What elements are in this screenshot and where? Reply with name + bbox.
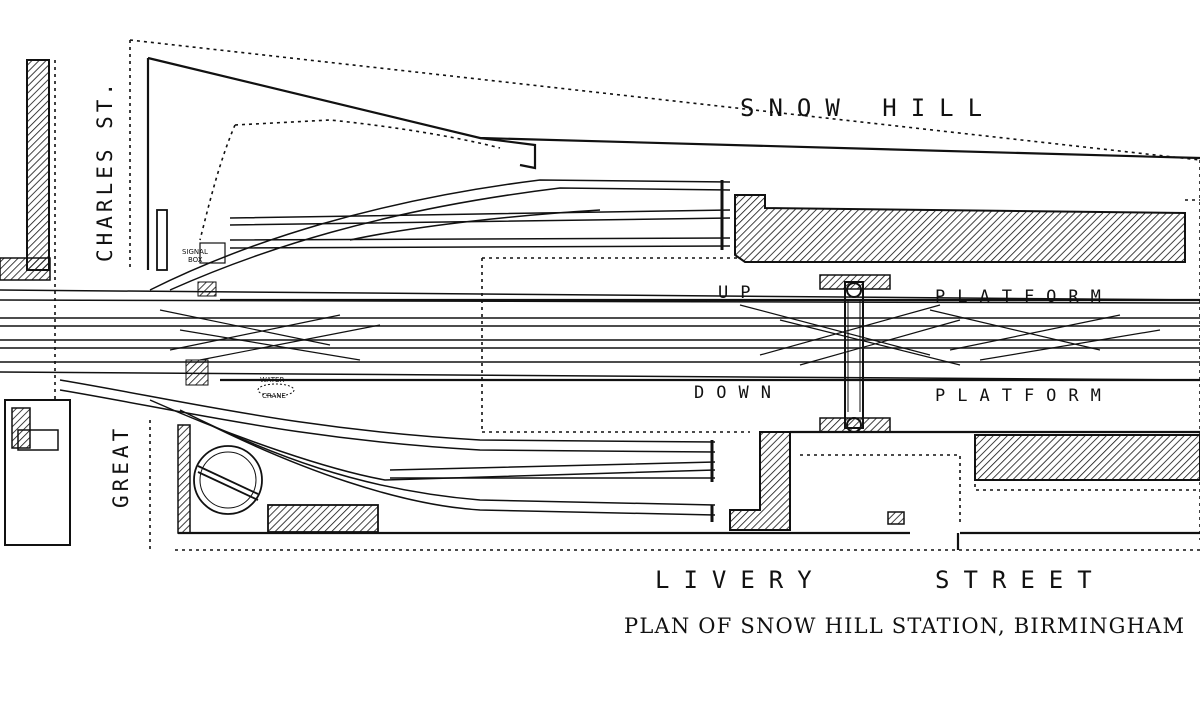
great-label: GREAT xyxy=(109,425,133,508)
livery-label: LIVERY xyxy=(655,566,826,594)
plan-caption: PLAN OF SNOW HILL STATION, BIRMINGHAM xyxy=(624,614,1186,638)
water-crane-label-2: CRANE xyxy=(262,392,286,400)
livery-street-frontage xyxy=(178,430,1200,550)
footbridge xyxy=(844,281,864,433)
snow-hill-label: SNOW HILL xyxy=(740,94,996,122)
up-sidings xyxy=(149,179,731,291)
down-label: DOWN xyxy=(694,383,783,403)
water-crane: WATER CRANE xyxy=(257,376,295,400)
down-platform-buildings xyxy=(177,417,1200,534)
crossovers xyxy=(159,304,1161,366)
signal-box-label-2: BOX xyxy=(188,256,203,264)
up-platform-building xyxy=(734,194,1186,290)
signal-box-label-1: SIGNAL xyxy=(182,248,208,256)
turntable xyxy=(193,445,263,515)
charles-st-label: CHARLES ST. xyxy=(93,79,117,262)
snow-hill-frontage xyxy=(146,56,1200,270)
water-crane-label-1: WATER xyxy=(260,376,284,384)
down-sidings xyxy=(59,359,716,522)
up-label: UP xyxy=(718,283,762,303)
charles-st-walls xyxy=(0,59,168,546)
street-label: STREET xyxy=(935,566,1106,594)
up-platform-label: PLATFORM xyxy=(935,287,1113,307)
down-platform-label: PLATFORM xyxy=(935,386,1113,406)
signal-box: SIGNAL BOX xyxy=(182,242,226,297)
